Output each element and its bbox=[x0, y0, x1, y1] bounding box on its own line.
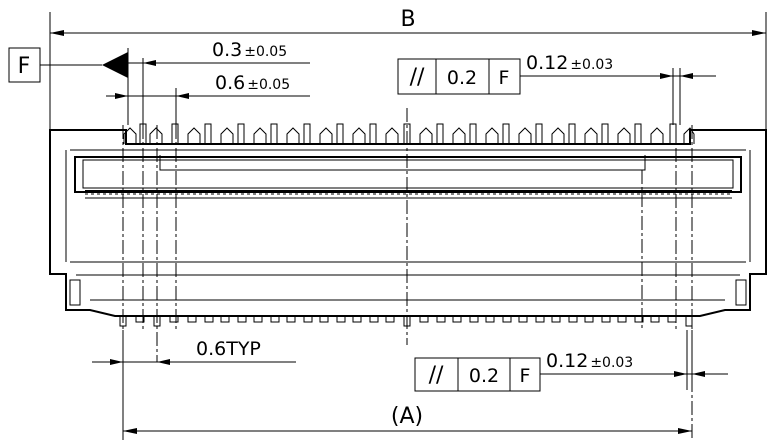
dimension-b-label: B bbox=[400, 7, 415, 32]
frame-bottom-symbol: // bbox=[429, 363, 444, 388]
dimension-0-12-bottom: 0.12±0.03 bbox=[540, 330, 728, 390]
connector-body bbox=[49, 129, 767, 317]
frame-top-value: 0.2 bbox=[447, 67, 477, 89]
frame-top-symbol: // bbox=[410, 65, 425, 90]
tolerance-frame-bottom: // 0.2 F bbox=[414, 357, 541, 392]
dim-0-3-base: 0.3 bbox=[212, 39, 242, 61]
pin-comb bbox=[85, 190, 732, 199]
datum-f-label: F bbox=[18, 54, 31, 79]
dimension-b: B bbox=[49, 7, 767, 130]
dimension-0-6: 0.6±0.05 bbox=[106, 72, 310, 125]
datum-triangle bbox=[102, 52, 128, 78]
dim-0-6-base: 0.6 bbox=[215, 72, 245, 94]
dim-0-6-typ-label: 0.6TYP bbox=[196, 338, 261, 360]
dim-0-12-bottom-tol: ±0.03 bbox=[590, 355, 633, 371]
dim-0-12-top-tol: ±0.03 bbox=[570, 57, 613, 73]
svg-text:0.6±0.05: 0.6±0.05 bbox=[215, 72, 290, 94]
datum-f: F bbox=[8, 47, 129, 125]
tolerance-frame-top: // 0.2 F bbox=[397, 58, 521, 95]
dimension-0-3: 0.3±0.05 bbox=[128, 39, 310, 125]
dimension-0-6-typ: 0.6TYP bbox=[92, 338, 296, 365]
dimension-a: (A) bbox=[122, 330, 692, 440]
bottom-contacts bbox=[119, 316, 693, 327]
dim-0-12-bottom-base: 0.12 bbox=[546, 350, 588, 372]
top-contacts bbox=[123, 123, 695, 144]
frame-bottom-value: 0.2 bbox=[469, 365, 499, 387]
dimension-0-12-top: 0.12±0.03 bbox=[520, 52, 716, 125]
frame-top-datum: F bbox=[499, 67, 510, 89]
dim-0-6-tol: ±0.05 bbox=[247, 77, 290, 93]
dimension-a-label: (A) bbox=[391, 404, 423, 429]
dim-0-3-tol: ±0.05 bbox=[244, 44, 287, 60]
frame-bottom-datum: F bbox=[520, 365, 531, 387]
svg-text:0.12±0.03: 0.12±0.03 bbox=[546, 350, 633, 372]
svg-text:0.12±0.03: 0.12±0.03 bbox=[526, 52, 613, 74]
svg-text:0.3±0.05: 0.3±0.05 bbox=[212, 39, 287, 61]
dim-0-12-top-base: 0.12 bbox=[526, 52, 568, 74]
